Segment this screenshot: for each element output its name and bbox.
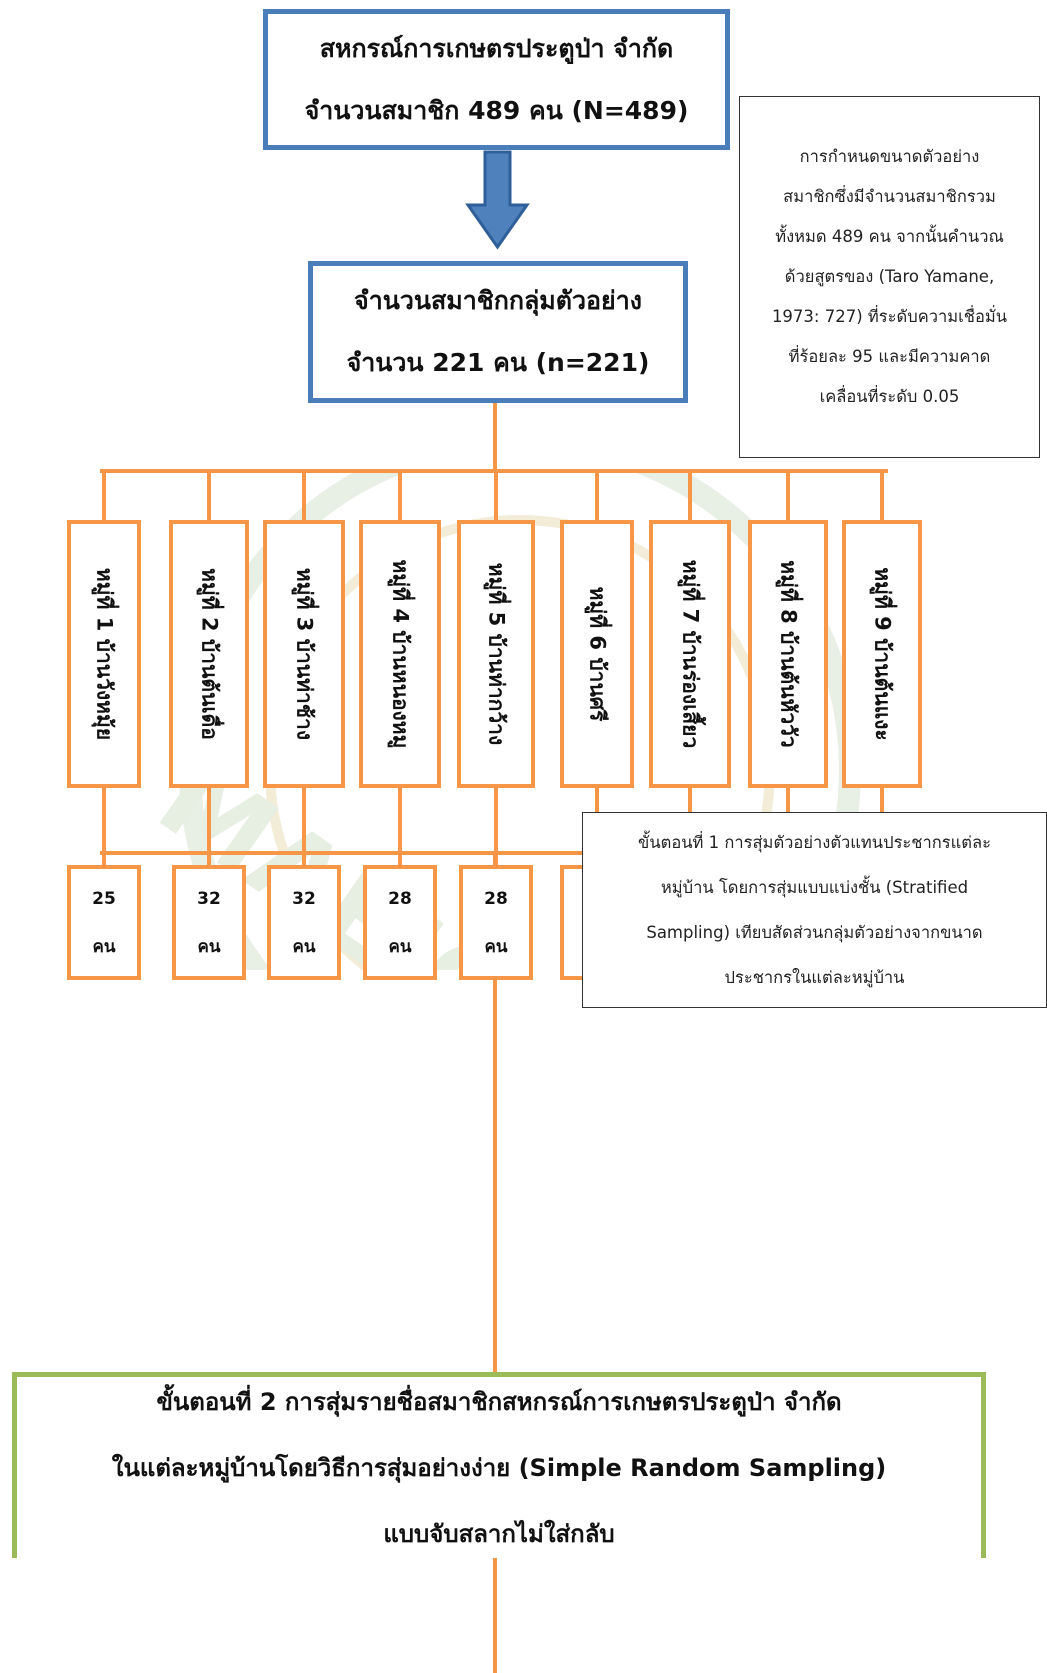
cooperative-name: สหกรณ์การเกษตรประตูป่า จำกัด	[319, 33, 674, 63]
village-box-9: หมู่ที่ 9 บ้านต้นแงะ	[842, 520, 922, 788]
village-count-unit: คน	[484, 936, 508, 957]
village-connector	[302, 473, 306, 520]
village-count: 28	[484, 888, 508, 909]
note-line: สมาชิกซึ่งมีจำนวนสมาชิกรวม	[783, 187, 996, 206]
village-count-unit: คน	[92, 936, 116, 957]
village-box-1: หมู่ที่ 1 บ้านวังหมุ้ย	[67, 520, 141, 788]
village-connector	[398, 788, 402, 865]
member-total: จำนวนสมาชิก 489 คน (N=489)	[304, 95, 689, 125]
village-box-2: หมู่ที่ 2 บ้านต้นเดื่อ	[169, 520, 249, 788]
village-count-unit: คน	[388, 936, 412, 957]
note-line: ขั้นตอนที่ 1 การสุ่มตัวอย่างตัวแทนประชาก…	[638, 833, 991, 852]
note-line: ที่ร้อยละ 95 และมีความคาด	[788, 347, 991, 366]
village-count-box-4: 28 คน	[363, 865, 437, 980]
village-name: หมู่ที่ 1 บ้านวังหมุ้ย	[92, 567, 117, 741]
cooperative-box: สหกรณ์การเกษตรประตูป่า จำกัด จำนวนสมาชิก…	[263, 9, 730, 150]
sample-group-title: จำนวนสมาชิกกลุ่มตัวอย่าง	[354, 286, 642, 315]
village-name: หมู่ที่ 2 บ้านต้นเดื่อ	[197, 568, 222, 740]
village-connector	[207, 473, 211, 520]
village-connector	[494, 788, 498, 865]
village-box-5: หมู่ที่ 5 บ้านท่ากว้าง	[457, 520, 535, 788]
sample-group-count: จำนวน 221 คน (n=221)	[346, 348, 650, 377]
village-name: หมู่ที่ 7 บ้านร่องเสี้ยว	[678, 559, 703, 749]
village-name: หมู่ที่ 9 บ้านต้นแงะ	[870, 567, 895, 741]
top-bus	[100, 469, 888, 473]
village-name: หมู่ที่ 4 บ้านหนองหมู	[388, 559, 413, 749]
note-line: การกำหนดขนาดตัวอย่าง	[799, 147, 980, 166]
village-connector	[880, 473, 884, 520]
village-connector	[688, 473, 692, 520]
village-name: หมู่ที่ 8 บ้านต้นหัววัว	[776, 560, 801, 748]
village-count-unit: คน	[292, 936, 316, 957]
village-count-box-1: 25 คน	[67, 865, 141, 980]
village-count-box-3: 32 คน	[267, 865, 341, 980]
village-name: หมู่ที่ 6 บ้านศรี	[585, 586, 610, 722]
village-box-3: หมู่ที่ 3 บ้านท่าช้าง	[263, 520, 345, 788]
note-line: หมู่บ้าน โดยการสุ่มแบบแบ่งชั้น (Stratifi…	[660, 878, 969, 897]
sample-size-note: การกำหนดขนาดตัวอย่าง สมาชิกซึ่งมีจำนวนสม…	[739, 96, 1040, 458]
note-line: 1973: 727) ที่ระดับความเชื่อมั่น	[771, 307, 1008, 326]
village-box-7: หมู่ที่ 7 บ้านร่องเสี้ยว	[649, 520, 731, 788]
village-box-4: หมู่ที่ 4 บ้านหนองหมู	[359, 520, 441, 788]
village-count: 32	[197, 888, 221, 909]
village-count: 25	[92, 888, 116, 909]
note-line: เคลื่อนที่ระดับ 0.05	[819, 387, 960, 406]
village-box-8: หมู่ที่ 8 บ้านต้นหัววัว	[748, 520, 828, 788]
village-count: 32	[292, 888, 316, 909]
step2-line: ขั้นตอนที่ 2 การสุ่มรายชื่อสมาชิกสหกรณ์ก…	[156, 1387, 842, 1416]
village-count: 28	[388, 888, 412, 909]
sample-group-box: จำนวนสมาชิกกลุ่มตัวอย่าง จำนวน 221 คน (n…	[308, 261, 688, 403]
step1-note: ขั้นตอนที่ 1 การสุ่มตัวอย่างตัวแทนประชาก…	[582, 812, 1047, 1008]
step2-box: ขั้นตอนที่ 2 การสุ่มรายชื่อสมาชิกสหกรณ์ก…	[12, 1372, 986, 1558]
village-connector	[398, 473, 402, 520]
note-line: ด้วยสูตรของ (Taro Yamane,	[784, 267, 995, 286]
village-box-6: หมู่ที่ 6 บ้านศรี	[560, 520, 634, 788]
village-connector	[786, 473, 790, 520]
step2-line: แบบจับสลากไม่ใส่กลับ	[383, 1519, 615, 1548]
village-name: หมู่ที่ 3 บ้านท่าช้าง	[292, 567, 317, 741]
village-count-unit: คน	[197, 936, 221, 957]
village-connector	[302, 788, 306, 865]
down-arrow-icon	[465, 150, 530, 250]
village-connector	[102, 473, 106, 520]
step2-line: ในแต่ละหมู่บ้านโดยวิธีการสุ่มอย่างง่าย (…	[111, 1453, 887, 1482]
village-count-box-2: 32 คน	[172, 865, 246, 980]
village-connector	[494, 473, 498, 520]
village-count-box-5: 28 คน	[459, 865, 533, 980]
village-connector	[595, 473, 599, 520]
village-connector	[207, 788, 211, 865]
stem-top	[493, 403, 497, 471]
note-line: Sampling) เทียบสัดส่วนกลุ่มตัวอย่างจากขน…	[646, 923, 983, 942]
note-line: ทั้งหมด 489 คน จากนั้นคำนวณ	[775, 227, 1004, 246]
stem-bottom	[493, 855, 497, 1673]
village-name: หมู่ที่ 5 บ้านท่ากว้าง	[484, 562, 509, 746]
note-line: ประชากรในแต่ละหมู่บ้าน	[724, 968, 905, 987]
village-connector	[102, 788, 106, 865]
